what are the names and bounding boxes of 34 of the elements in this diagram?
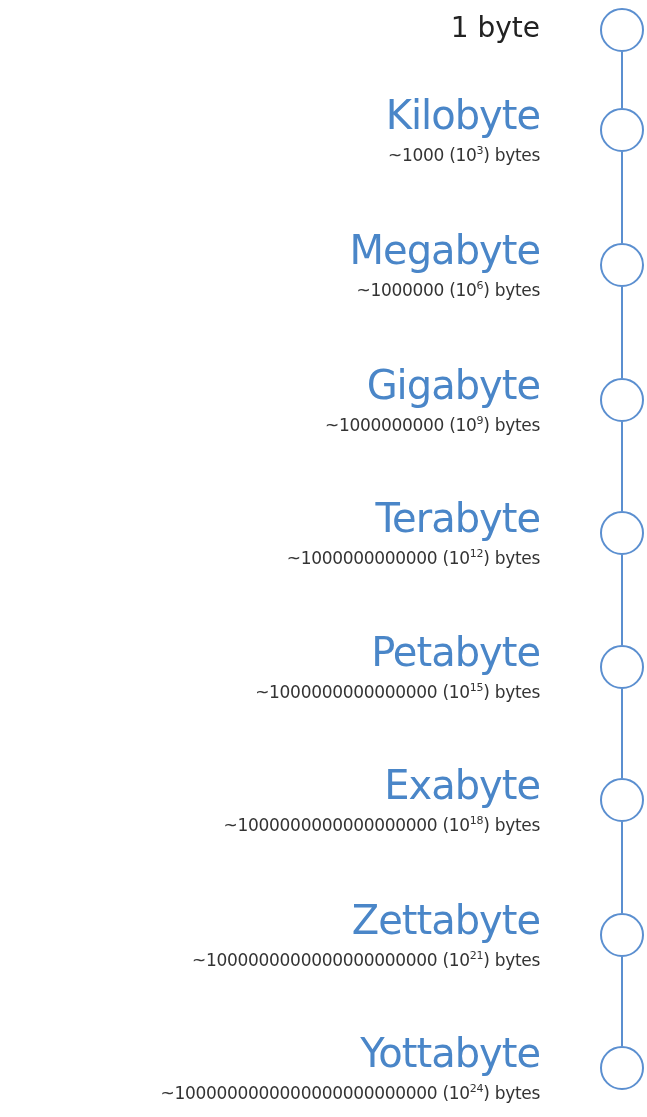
unit-name: Exabyte: [384, 762, 540, 808]
byte-count: ~1000000000000000 (10$^{15}$) bytes: [255, 680, 540, 703]
timeline-circle: [600, 1046, 644, 1090]
unit-name: Gigabyte: [366, 362, 540, 408]
connector-line: [621, 51, 623, 109]
byte-count: ~1000000 (10$^{6}$) bytes: [356, 278, 540, 301]
timeline-circle: [600, 511, 644, 555]
unit-label: 1 byte: [450, 11, 540, 45]
connector-line: [621, 421, 623, 512]
connector-line: [621, 286, 623, 379]
unit-name: Kilobyte: [385, 92, 540, 138]
byte-count: ~1000000000000000000 (10$^{18}$) bytes: [223, 813, 540, 836]
connector-line: [621, 956, 623, 1047]
unit-name: Yottabyte: [360, 1030, 540, 1076]
unit-name: Zettabyte: [351, 897, 540, 943]
timeline-circle: [600, 108, 644, 152]
connector-line: [621, 688, 623, 779]
unit-name: Petabyte: [371, 629, 540, 675]
timeline-circle: [600, 378, 644, 422]
byte-count: ~1000000000000000000000000 (10$^{24}$) bytes: [160, 1081, 540, 1104]
connector-line: [621, 554, 623, 646]
timeline-circle: [600, 645, 644, 689]
timeline-circle: [600, 913, 644, 957]
unit-name: Terabyte: [375, 495, 540, 541]
connector-line: [621, 821, 623, 914]
connector-line: [621, 151, 623, 244]
timeline-circle: [600, 778, 644, 822]
byte-count: ~1000 (10$^{3}$) bytes: [388, 143, 540, 166]
byte-count: ~1000000000000000000000 (10$^{21}$) bytes: [192, 948, 540, 971]
timeline-circle: [600, 243, 644, 287]
timeline-circle: [600, 8, 644, 52]
byte-count: ~1000000000000 (10$^{12}$) bytes: [286, 546, 540, 569]
unit-name: Megabyte: [349, 227, 540, 273]
byte-count: ~1000000000 (10$^{9}$) bytes: [324, 413, 540, 436]
